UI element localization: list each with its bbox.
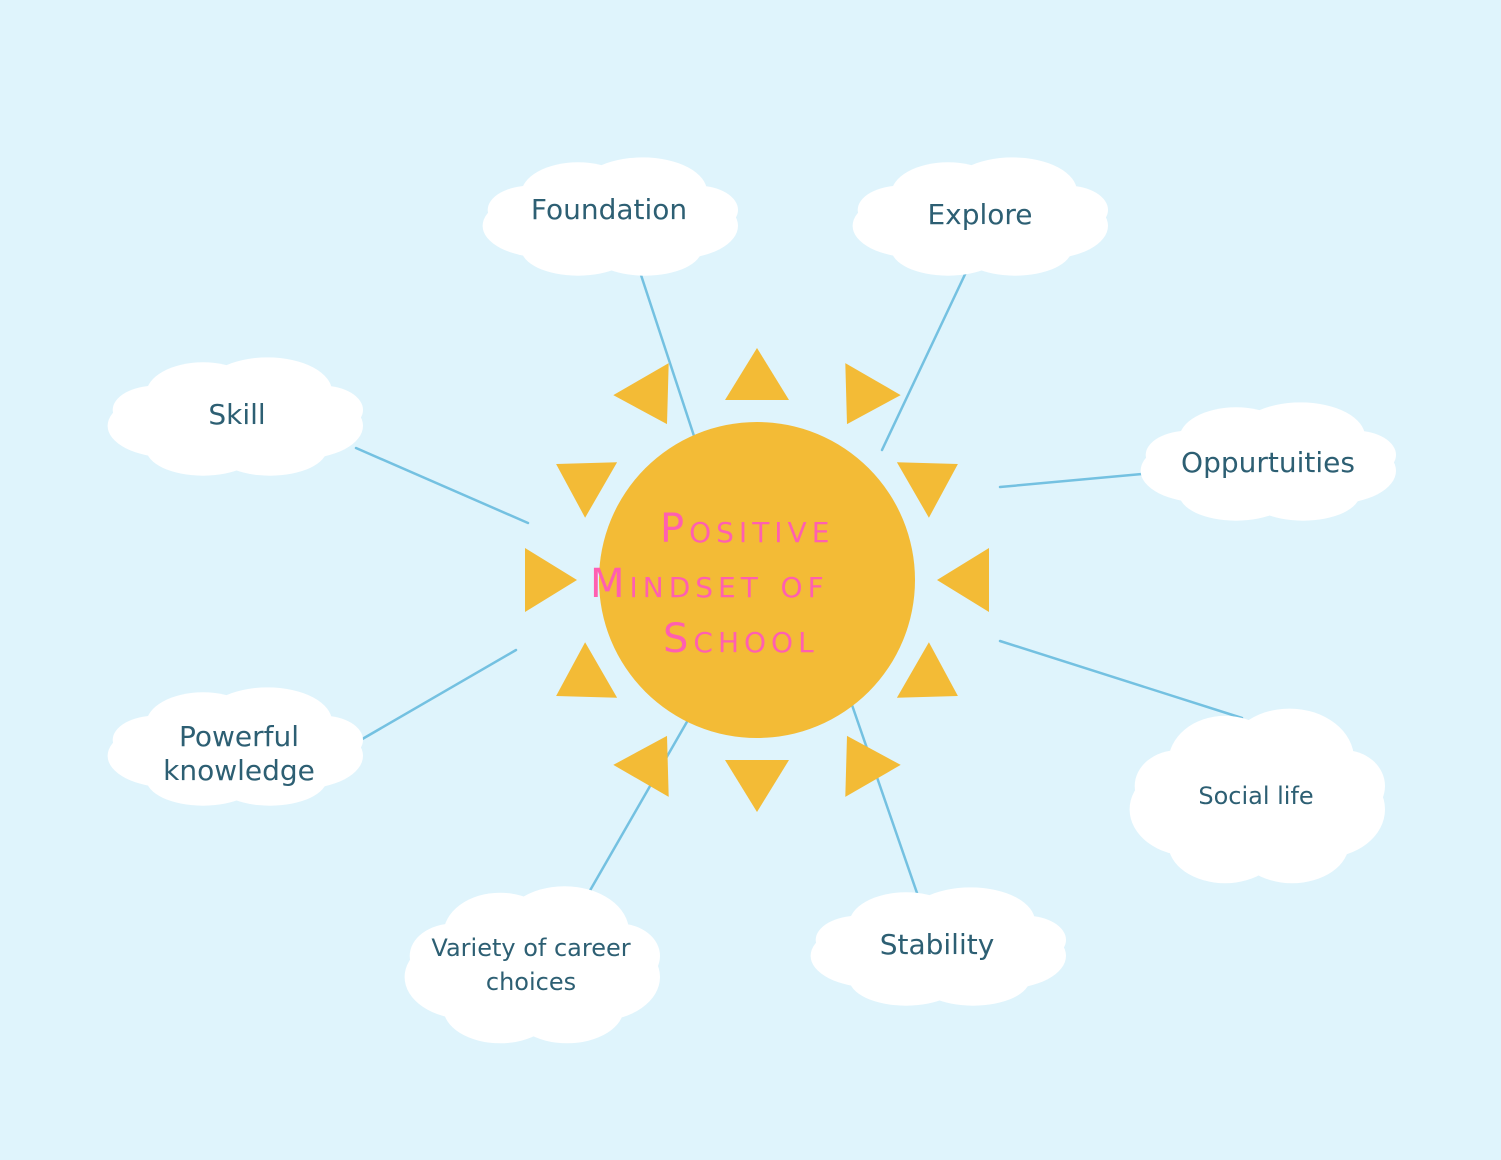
sun-ray-3 xyxy=(896,462,958,518)
sun-ray-5 xyxy=(896,642,958,698)
cloud-social-life xyxy=(1129,708,1385,884)
sun-ray-4 xyxy=(937,548,989,612)
sun-ray-8 xyxy=(613,735,669,797)
center-title-line-2: Mindset of xyxy=(590,561,829,607)
cloud-variety-of-career-choices xyxy=(404,886,660,1044)
connector-skill xyxy=(354,446,530,525)
sun-ray-12 xyxy=(613,363,669,425)
sun-ray-9 xyxy=(556,642,618,698)
connector-stability xyxy=(850,703,919,895)
node-foundation-label: Foundation xyxy=(530,193,688,226)
node-stability-label: Stability xyxy=(879,928,995,961)
node-skill-label: Skill xyxy=(208,398,266,431)
connector-explore xyxy=(880,266,970,452)
sun-core xyxy=(599,422,915,738)
cloud-explore xyxy=(852,157,1108,276)
node-oppurtuities-label: Oppurtuities xyxy=(1181,446,1355,479)
cloud-skill xyxy=(107,357,364,476)
connector-social-life xyxy=(998,639,1244,720)
cloud-foundation xyxy=(482,157,738,276)
connector-foundation xyxy=(638,270,696,438)
cloud-oppurtuities xyxy=(1140,402,1396,521)
sun-ray-6 xyxy=(845,735,901,797)
center-title-line-1: Positive xyxy=(660,506,835,552)
node-explore-label: Explore xyxy=(927,198,1033,231)
sun-ray-1 xyxy=(725,348,789,400)
connector-powerful-knowledge xyxy=(350,648,518,747)
connector-variety-of-career-choices xyxy=(586,718,690,896)
sun-ray-7 xyxy=(725,760,789,812)
node-variety-of-career-choices-label: Variety of career choices xyxy=(431,934,631,996)
node-social-life-label: Social life xyxy=(1198,782,1314,810)
cloud-stability xyxy=(810,887,1066,1006)
sun-ray-10 xyxy=(525,548,577,612)
sun-ray-2 xyxy=(845,363,901,425)
center-title-line-3: School xyxy=(663,616,819,662)
node-powerful-knowledge-label: Powerful knowledge xyxy=(163,720,315,787)
sun-ray-11 xyxy=(556,462,618,518)
connector-oppurtuities xyxy=(998,472,1144,489)
cloud-powerful-knowledge xyxy=(107,687,364,806)
